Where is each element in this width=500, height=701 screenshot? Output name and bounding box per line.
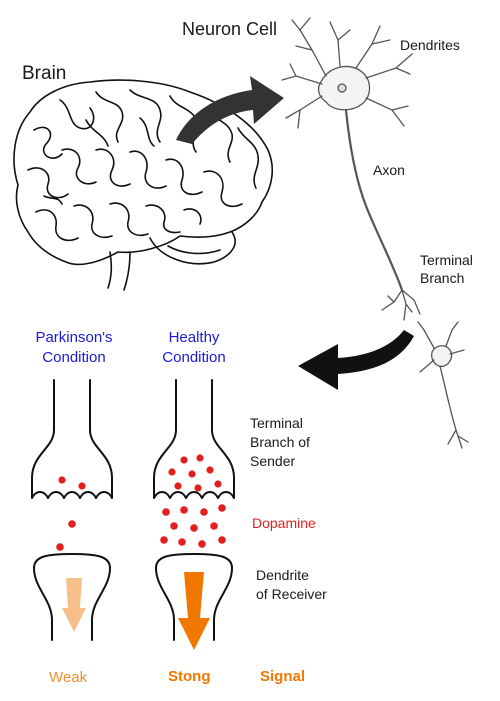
neuron-to-synapse-arrow xyxy=(298,330,414,390)
neuron-cell-illustration xyxy=(281,17,469,449)
healthy-dopamine-dots xyxy=(160,454,226,548)
brain-label: Brain xyxy=(22,63,67,84)
parkinsons-dopamine-dots xyxy=(56,476,86,551)
terminal-branch-sender-label: Terminal Branch of Sender xyxy=(250,414,310,471)
weak-label: Weak xyxy=(49,669,88,686)
receiver-line-1: Dendrite xyxy=(256,567,309,583)
parkinsons-line-2: Condition xyxy=(42,349,106,366)
signal-label: Signal xyxy=(260,668,306,685)
dendrite-receiver-label: Dendrite of Receiver xyxy=(256,566,327,604)
sender-line-1: Terminal xyxy=(250,415,303,431)
brain-to-neuron-arrow xyxy=(176,76,284,144)
parkinsons-line-1: Parkinson's xyxy=(35,329,113,346)
dopamine-label: Dopamine xyxy=(252,515,316,531)
strong-label: Stong xyxy=(168,668,211,685)
healthy-synapse xyxy=(153,379,235,641)
terminal-branch-line-2: Branch xyxy=(420,270,465,286)
parkinsons-synapse xyxy=(31,379,113,641)
dendrites-label: Dendrites xyxy=(400,37,460,53)
receiver-line-2: of Receiver xyxy=(256,586,327,602)
strong-signal-arrow xyxy=(178,572,210,650)
sender-line-3: Sender xyxy=(250,453,296,469)
axon-label: Axon xyxy=(373,162,405,178)
weak-signal-arrow xyxy=(62,578,86,632)
healthy-line-2: Condition xyxy=(162,349,226,366)
parkinsons-condition-label: Parkinson's Condition xyxy=(14,328,134,368)
sender-line-2: Branch of xyxy=(250,434,310,450)
healthy-condition-label: Healthy Condition xyxy=(136,328,252,368)
terminal-branch-label: Terminal Branch xyxy=(420,251,473,287)
neuron-cell-label: Neuron Cell xyxy=(182,19,278,39)
healthy-line-1: Healthy xyxy=(168,329,220,346)
terminal-branch-line-1: Terminal xyxy=(420,252,473,268)
